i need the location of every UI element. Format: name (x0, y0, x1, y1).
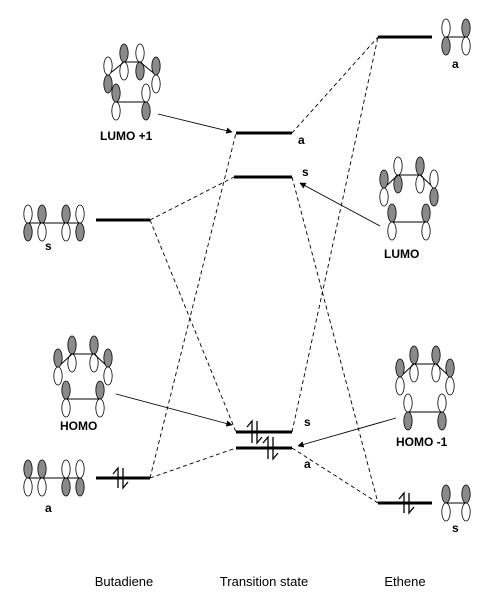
ts-level-2-symmetry-label: s (302, 165, 309, 179)
electron-pair-ethene-lower (398, 491, 415, 515)
electron-pair-ts-level-4 (262, 435, 279, 461)
homo-label: HOMO (60, 419, 97, 433)
ts-level-1-symmetry-label: a (298, 133, 305, 147)
ethene-upper-symmetry-label: a (452, 57, 459, 71)
correlation-line (149, 132, 237, 479)
correlation-lines (149, 36, 379, 504)
correlation-line (291, 36, 379, 433)
correlation-line (149, 176, 235, 221)
lumo-label: LUMO (384, 247, 419, 261)
correlation-line (149, 447, 237, 479)
ethene-upper-orbital (441, 18, 471, 56)
butadiene-lower-orbital (23, 459, 85, 497)
electron-pair-ts-level-3 (246, 419, 263, 445)
correlation-line (291, 176, 379, 504)
lumo-arrow (299, 182, 381, 227)
column-label-transition-state: Transition state (220, 574, 308, 589)
homo-arrow (115, 393, 233, 427)
lumo-orbital (379, 156, 439, 241)
correlation-line (149, 219, 237, 433)
callout-arrows (115, 113, 397, 448)
column-label-butadiene: Butadiene (95, 574, 154, 589)
electron-pair-butadiene-lower (112, 466, 129, 490)
butadiene-upper-orbital (23, 204, 85, 242)
ethene-lower-orbital (441, 484, 471, 522)
lumo-plus-1-label: LUMO +1 (100, 129, 153, 143)
lumo-plus-1-arrow (157, 113, 233, 134)
butadiene-lower-symmetry-label: a (45, 501, 52, 515)
correlation-line (291, 447, 379, 504)
homo-minus-1-orbital (395, 345, 455, 431)
ethene-lower-symmetry-label: s (452, 521, 459, 535)
energy-levels (96, 35, 432, 505)
ts-level-4-symmetry-label: a (304, 457, 311, 471)
lumo-plus-1-orbital (103, 43, 161, 121)
homo-orbital (53, 335, 113, 418)
electron-pairs (112, 419, 415, 515)
correlation-line (291, 36, 379, 134)
ts-level-3-symmetry-label: s (304, 415, 311, 429)
homo-minus-1-label: HOMO -1 (396, 435, 448, 449)
column-label-ethene: Ethene (384, 574, 425, 589)
homo-minus-1-arrow (297, 417, 397, 448)
butadiene-upper-symmetry-label: s (45, 239, 52, 253)
